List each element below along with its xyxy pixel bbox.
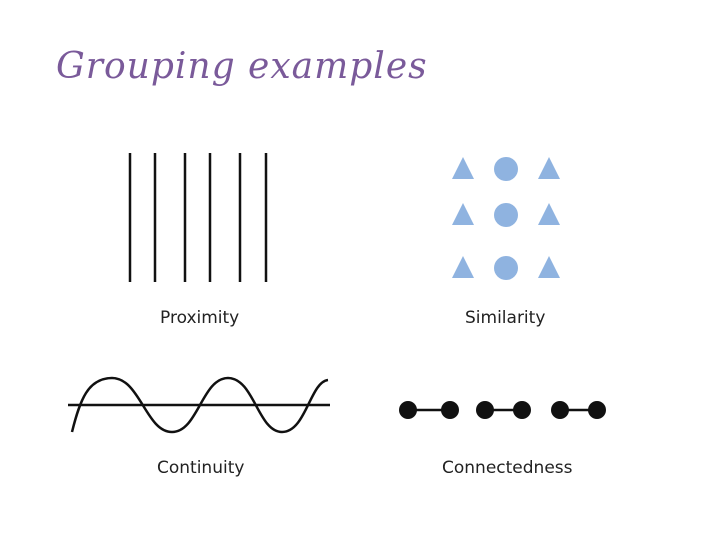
connectedness-dot: [399, 401, 417, 419]
similarity-triangle: [452, 157, 474, 179]
similarity-triangle: [452, 256, 474, 278]
connectedness-dot: [588, 401, 606, 419]
continuity-label: Continuity: [157, 458, 245, 478]
similarity-circle: [494, 157, 518, 181]
similarity-triangle: [538, 203, 560, 225]
slide-title: Grouping examples: [56, 46, 428, 87]
connectedness-dot: [441, 401, 459, 419]
connectedness-dot: [476, 401, 494, 419]
similarity-triangle: [538, 157, 560, 179]
continuity-wave: [70, 376, 329, 434]
connectedness-dot: [551, 401, 569, 419]
connectedness-dot: [513, 401, 531, 419]
proximity-label: Proximity: [160, 308, 240, 328]
similarity-label: Similarity: [465, 308, 546, 328]
connectedness-label: Connectedness: [442, 458, 573, 478]
similarity-triangle: [538, 256, 560, 278]
similarity-circle: [494, 203, 518, 227]
similarity-triangle: [452, 203, 474, 225]
similarity-circle: [494, 256, 518, 280]
